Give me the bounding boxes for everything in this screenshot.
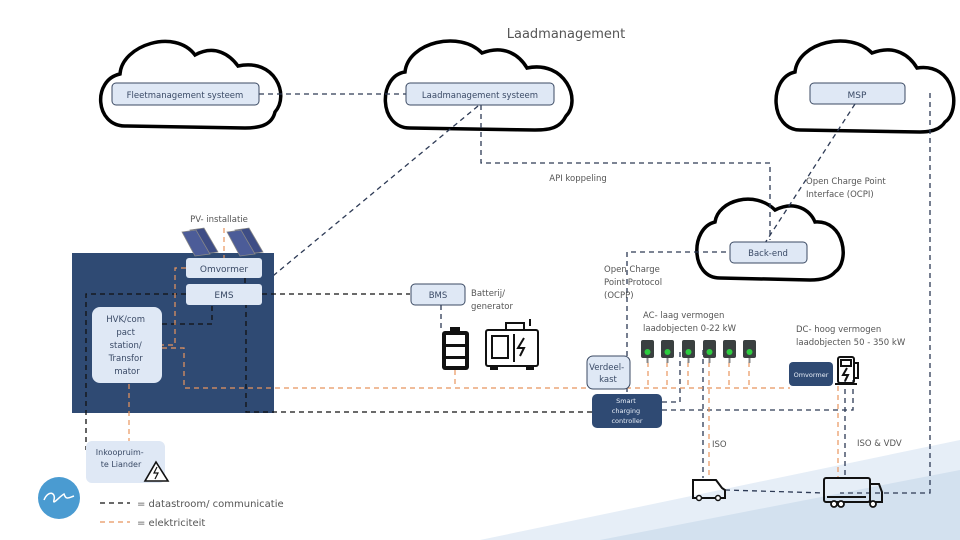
line-api-koppeling xyxy=(480,105,771,240)
line-van-truck xyxy=(724,489,826,494)
svg-text:Omvormer: Omvormer xyxy=(794,371,829,379)
elec-hvk-bus xyxy=(162,347,790,389)
page-title: Laadmanagement xyxy=(507,27,626,42)
svg-text:Back-end: Back-end xyxy=(748,249,788,259)
ac-chargers xyxy=(641,340,756,363)
smart-charging-controller[interactable]: Smart charging controller xyxy=(592,394,662,428)
bms-caption: Batterij/ generator xyxy=(471,289,513,312)
iso-vdv-label: ISO & VDV xyxy=(857,439,902,449)
verdeelkast-node[interactable]: Verdeel- kast xyxy=(586,355,631,390)
svg-text:Inkoopruim- te Liander: Inkoopruim- te Liander xyxy=(96,448,146,469)
legend: = datastroom/ communicatie = elektricite… xyxy=(100,499,284,529)
ems-node[interactable]: EMS xyxy=(186,284,262,305)
bms-node[interactable]: BMS xyxy=(410,283,466,306)
elec-omvormer-hvk xyxy=(162,267,186,346)
line-ems-controller xyxy=(245,303,592,413)
ocpp-label: Open Charge Point Protocol (OCPP) xyxy=(604,265,665,301)
ac-charger-icon xyxy=(723,340,736,363)
ac-charger-icon xyxy=(703,340,716,363)
legend-comm-label: = datastroom/ communicatie xyxy=(137,499,284,510)
laadmanagement-node[interactable]: Laadmanagement systeem xyxy=(405,82,555,106)
dc-omvormer-node[interactable]: Omvormer xyxy=(789,362,833,386)
high-voltage-warning-icon xyxy=(143,460,170,482)
solar-panel-icon xyxy=(181,227,219,257)
ocpi-label: Open Charge Point Interface (OCPI) xyxy=(806,177,888,200)
line-msp-truck xyxy=(840,93,931,494)
elec-ac-drops xyxy=(647,362,750,478)
ac-charger-icon xyxy=(682,340,695,363)
svg-text:EMS: EMS xyxy=(214,291,233,301)
battery-icon xyxy=(442,327,469,370)
line-laad-ems xyxy=(261,105,479,286)
iso-label: ISO xyxy=(712,440,727,450)
solar-panel-icon-2 xyxy=(226,227,264,257)
backend-node[interactable]: Back-end xyxy=(729,241,808,264)
generator-icon xyxy=(485,319,539,370)
svg-text:Smart charging con: Smart charging controller xyxy=(611,397,642,425)
ac-charger-icon xyxy=(661,340,674,363)
line-hvk-ems xyxy=(162,306,213,325)
line-ems-inkoop xyxy=(85,293,186,450)
ac-charger-icon xyxy=(641,340,654,363)
line-controller-dc xyxy=(662,380,854,411)
dc-charger-icon xyxy=(835,356,859,385)
pv-label: PV- installatie xyxy=(190,215,248,225)
svg-text:Verdeel- kast: Verdeel- kast xyxy=(589,363,627,385)
ac-charger-icon xyxy=(743,340,756,363)
ac-label: AC- laag vermogen laadobjecten 0-22 kW xyxy=(643,311,737,334)
line-ocpi xyxy=(764,103,856,244)
truck-icon xyxy=(823,477,883,508)
line-controller-ac xyxy=(662,350,681,403)
api-label: API koppeling xyxy=(549,174,607,184)
company-logo xyxy=(38,477,80,519)
msp-node[interactable]: MSP xyxy=(809,82,906,105)
van-icon xyxy=(692,479,726,502)
fleetmanagement-node[interactable]: Fleetmanagement systeem xyxy=(111,82,260,106)
svg-text:MSP: MSP xyxy=(848,91,867,101)
svg-text:HVK/com pact stati: HVK/com pact station/ Transfor mator xyxy=(106,315,148,377)
svg-text:Fleetmanagement systeem: Fleetmanagement systeem xyxy=(127,91,244,101)
svg-text:Omvormer: Omvormer xyxy=(200,265,249,275)
inkoopruimte-node[interactable]: Inkoopruim- te Liander xyxy=(86,441,165,483)
omvormer-node[interactable]: Omvormer xyxy=(186,258,262,278)
legend-elec-label: = elektriciteit xyxy=(137,518,205,529)
dc-label: DC- hoog vermogen laadobjecten 50 - 350 … xyxy=(796,325,906,348)
line-ocpp xyxy=(626,251,735,395)
hvk-node[interactable]: HVK/com pact station/ Transfor mator xyxy=(92,307,162,383)
svg-text:Laadmanagement systeem: Laadmanagement systeem xyxy=(422,91,538,101)
svg-text:BMS: BMS xyxy=(429,291,448,301)
